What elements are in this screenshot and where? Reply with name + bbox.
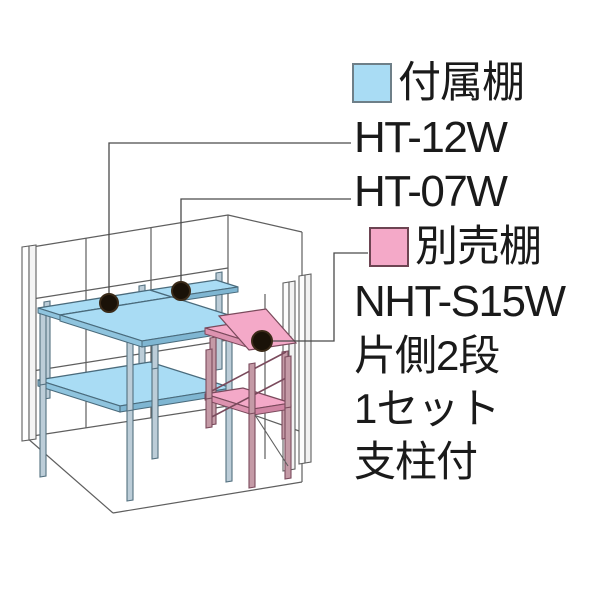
pink-post-mid: [248, 362, 256, 415]
blue-post-mid: [126, 335, 134, 412]
blue-leg-front-left: [39, 382, 47, 478]
legend-row-included-shelf: 付属棚: [352, 55, 600, 111]
pink-right-brace: [254, 414, 289, 467]
optional-shelf-label: 別売棚: [415, 222, 542, 271]
pink-post-right: [284, 355, 292, 409]
code-nhts15w: NHT-S15W: [354, 277, 566, 326]
code-ht07w: HT-07W: [354, 167, 508, 216]
pink-brace-upper: [205, 351, 287, 395]
pink-shelf-unit: [204, 308, 298, 489]
leader-ht07w: [180, 198, 351, 291]
pink-square-swatch: [369, 227, 409, 267]
detail-post: 支柱付: [354, 438, 478, 485]
detail-set: 1セット: [354, 385, 500, 432]
legend-row-optional-shelf: 別売棚: [352, 219, 600, 275]
blue-shelf-lower: [37, 361, 233, 413]
blue-leg-front-mid: [126, 407, 134, 502]
blue-post-left: [39, 310, 47, 386]
leader-nhts15w: [262, 252, 368, 342]
detail-sides: 片側2段: [354, 332, 500, 379]
callout-dot-nhts15w: [251, 330, 273, 352]
pink-leg-front-mid: [248, 410, 256, 489]
pink-leg-front-right: [284, 404, 292, 480]
shed-left-frame-post: [21, 244, 37, 442]
callout-dots: [99, 281, 273, 352]
leader-ht12w: [108, 142, 351, 303]
included-shelf-label: 付属棚: [398, 58, 525, 107]
code-ht12w: HT-12W: [354, 113, 508, 162]
blue-square-swatch: [352, 63, 392, 103]
pink-shelf-upper-deck: [217, 308, 298, 351]
blue-leg-front-mid2: [151, 365, 159, 460]
callout-leader-lines: [108, 142, 368, 342]
pink-shelf-lower: [204, 387, 292, 416]
pink-brace-lower: [205, 377, 287, 421]
callout-dot-ht07w: [171, 281, 191, 301]
callout-dot-ht12w: [99, 293, 119, 313]
pink-leg-front-left: [205, 396, 213, 429]
shed-outline: [25, 214, 303, 514]
legend-column: 付属棚 HT-12W HT-07W 別売棚 NHT-S15W 片側2段 1セット…: [352, 55, 600, 488]
pink-post-left: [205, 348, 213, 400]
